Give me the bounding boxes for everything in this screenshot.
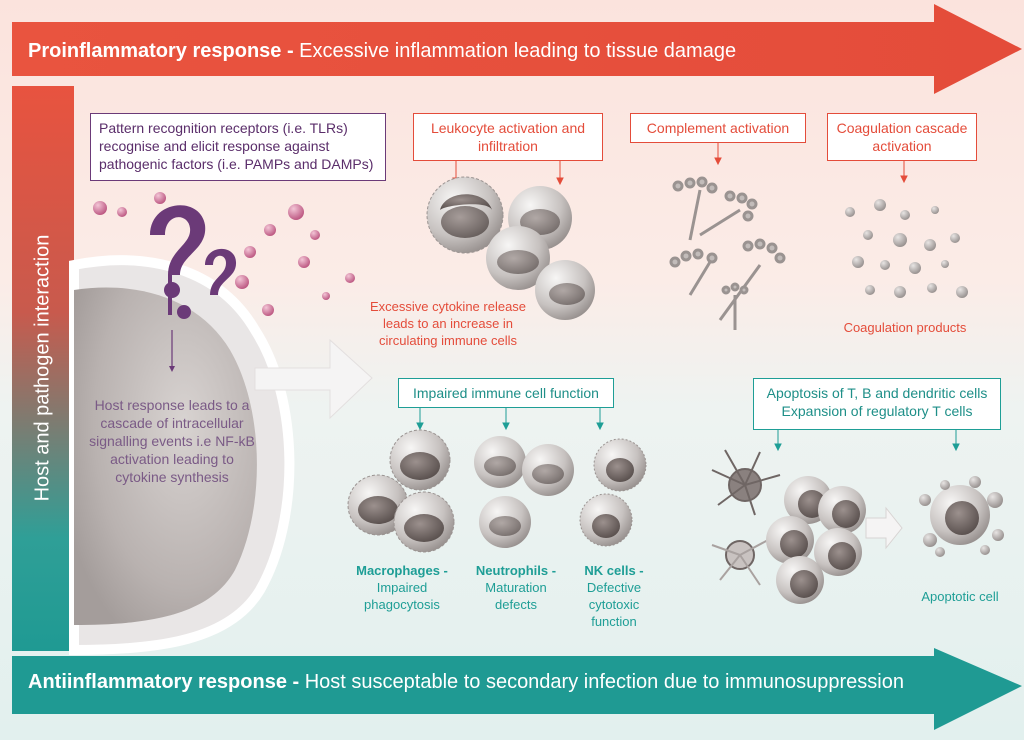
coagulation-particles [845, 199, 968, 298]
neutrophil-cells [474, 436, 574, 548]
proinflammatory-arrow [12, 4, 1022, 94]
leukocyte-box: Leukocyte activation and infiltration [413, 113, 603, 161]
neutrophils-desc: Maturation defects [485, 580, 547, 612]
macrophages-desc: Impaired phagocytosis [364, 580, 440, 612]
transition-arrow [254, 338, 373, 420]
nk-cells-desc: Defective cytotoxic function [586, 580, 642, 629]
macrophages-name: Macrophages - [356, 563, 448, 578]
host-response-text: Host response leads to a cascade of intr… [89, 397, 255, 485]
apoptosis-box: Apoptosis of T, B and dendritic cells Ex… [753, 378, 1001, 430]
antiinflammatory-label: Antiinflammatory response - Host suscept… [28, 671, 904, 693]
impaired-function-box: Impaired immune cell function [398, 378, 614, 408]
complement-proteins [669, 176, 786, 330]
nk-cells [579, 438, 647, 547]
dendritic-cells [711, 449, 781, 586]
neutrophils-label: Neutrophils - Maturation defects [470, 562, 562, 613]
complement-box: Complement activation [630, 113, 806, 143]
apoptotic-cell-label: Apoptotic cell [921, 589, 999, 604]
leukocyte-cells [426, 176, 595, 320]
proinflammatory-label: Proinflammatory response - Excessive inf… [28, 40, 737, 62]
nk-cells-label: NK cells - Defective cytotoxic function [578, 562, 650, 630]
host-cell [69, 255, 295, 656]
cytokine-text: Excessive cytokine release leads to an i… [369, 299, 527, 348]
macrophages-label: Macrophages - Impaired phagocytosis [348, 562, 456, 613]
host-pathogen-bar [12, 86, 74, 651]
coagulation-box: Coagulation cascade activation [827, 113, 977, 161]
lymphocyte-cells [766, 476, 866, 604]
neutrophils-name: Neutrophils - [475, 563, 557, 578]
receptor-icon [150, 205, 237, 319]
antiinflammatory-arrow [12, 648, 1022, 730]
apoptosis-line2: Expansion of regulatory T cells [781, 403, 973, 419]
coagulation-products-label: Coagulation products [843, 320, 967, 335]
apoptosis-line1: Apoptosis of T, B and dendritic cells [766, 385, 988, 401]
apoptotic-cell [919, 476, 1004, 557]
apoptosis-arrow [865, 506, 903, 550]
nk-cells-name: NK cells - [584, 563, 644, 578]
pathogen-particles [93, 192, 355, 316]
macrophage-cells [347, 429, 455, 553]
prr-box: Pattern recognition receptors (i.e. TLRs… [90, 113, 386, 181]
